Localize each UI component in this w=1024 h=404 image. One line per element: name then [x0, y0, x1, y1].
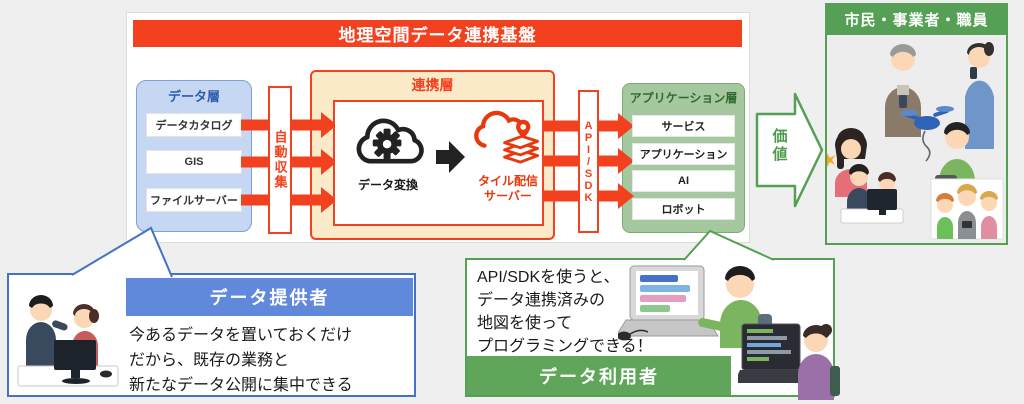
drone-icon: [900, 106, 954, 162]
tile-server-label: タイル配信 サーバー: [477, 174, 538, 203]
platform-title-bar: 地理空間データ連携基盤: [133, 20, 742, 47]
provider-illustration: [17, 295, 119, 387]
map-pin-glyph: [516, 119, 531, 139]
data-layer-item-gis: GIS: [146, 150, 242, 174]
app-item-application: アプリケーション: [632, 143, 735, 165]
gear-glyph: [372, 128, 402, 160]
app-item-ai: AI: [632, 170, 735, 192]
user-callout-header: データ利用者: [467, 356, 731, 395]
platform-title: 地理空間データ連携基盤: [338, 26, 537, 45]
data-conversion-label: データ変換: [357, 178, 418, 192]
value-label-wrap: 価値: [762, 128, 796, 169]
provider-callout-header: データ提供者: [126, 278, 413, 316]
drone-cable: [922, 130, 931, 162]
api-sdk-label: API/SDK: [582, 119, 595, 204]
person-worker-phone: [965, 42, 994, 149]
application-layer-title: アプリケーション層: [629, 91, 738, 105]
family-photo: [930, 178, 1004, 240]
black-arrow-icon: [436, 141, 465, 173]
person-woman-phone: [827, 128, 867, 197]
audience-title: 市民・事業者・職員: [844, 11, 989, 29]
app-item-service: サービス: [632, 115, 735, 137]
auto-collect-box: 自動収集: [268, 86, 292, 234]
data-layer-item-fileserver: ファイルサーバー: [146, 188, 242, 212]
data-layer-item-catalog: データカタログ: [146, 113, 242, 137]
provider-callout-title: データ提供者: [209, 288, 330, 308]
audience-illustration: [827, 42, 1004, 240]
user-callout-text: API/SDKを使うと、 データ連携済みの 地図を使って プログラミングできる！: [477, 269, 653, 355]
app-item-robot: ロボット: [632, 198, 735, 220]
api-sdk-box: API/SDK: [578, 90, 599, 233]
audience-header: 市民・事業者・職員: [825, 3, 1008, 35]
tile-server-cloud-icon: [474, 110, 539, 164]
person-office-pair: [840, 164, 904, 224]
user-illustration-laptop-woman: [738, 323, 840, 400]
map-layers-glyph: [503, 134, 539, 164]
auto-collect-label: 自動収集: [272, 130, 288, 190]
integration-layer-title: 連携層: [411, 77, 454, 93]
user-callout-title: データ利用者: [539, 366, 659, 387]
value-label: 価値: [770, 128, 788, 164]
cloud-gear-icon: [356, 118, 424, 164]
provider-callout-text: 今あるデータを置いておくだけ だから、既存の業務と 新たなデータ公開に集中できる: [129, 327, 353, 394]
value-arrow: [755, 92, 824, 208]
data-layer-title: データ層: [167, 89, 220, 104]
